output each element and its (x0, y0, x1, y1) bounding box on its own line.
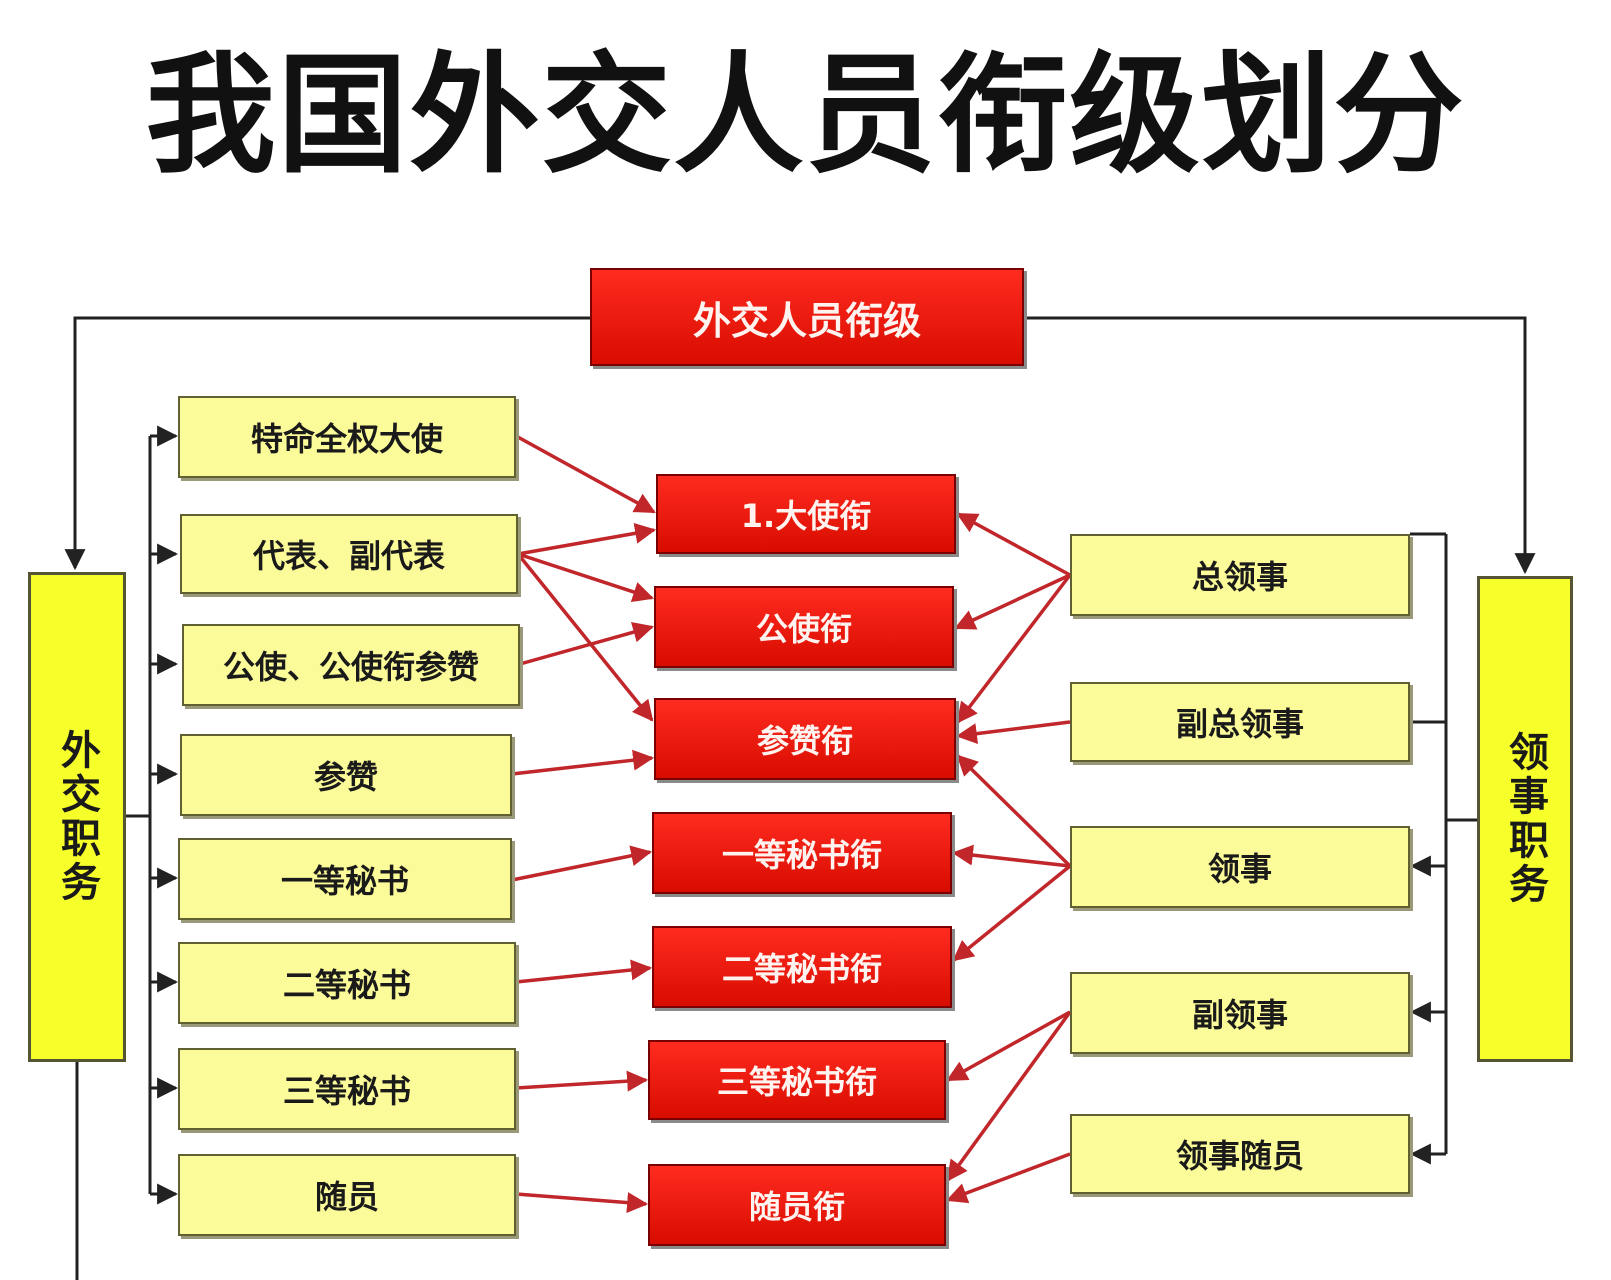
diplomatic-post-box: 参赞 (180, 734, 512, 816)
post-to-rank-arrow (511, 845, 653, 882)
consular-post-box: 领事随员 (1070, 1114, 1410, 1194)
left-column-box: 外交职务 (28, 572, 126, 1062)
consular-to-rank-arrow (956, 512, 1071, 577)
consular-to-rank-arrow (956, 754, 1072, 868)
connector-to-right-column (1024, 316, 1536, 575)
consular-post-box: 总领事 (1070, 534, 1410, 616)
diplomatic-post-box: 三等秘书 (178, 1048, 516, 1130)
post-to-rank-arrow (519, 621, 655, 666)
rank-box: 1.大使衔 (656, 474, 956, 554)
diplomatic-post-box: 二等秘书 (178, 942, 516, 1024)
post-to-rank-arrow (515, 434, 656, 514)
diplomatic-post-box: 一等秘书 (178, 838, 512, 920)
rank-box: 公使衔 (654, 586, 954, 668)
consular-to-rank-arrow (952, 864, 1072, 962)
rank-box: 参赞衔 (654, 698, 956, 780)
diplomatic-post-box: 代表、副代表 (180, 514, 518, 594)
page-title: 我国外交人员衔级划分 (145, 39, 1466, 191)
post-to-rank-arrow (511, 749, 655, 776)
diplomatic-post-box: 特命全权大使 (178, 396, 516, 478)
consular-to-rank-arrow (955, 720, 1071, 745)
right-column-box: 领事职务 (1477, 576, 1573, 1062)
post-to-rank-arrow (516, 552, 654, 722)
post-to-rank-arrow (515, 959, 653, 984)
consular-to-rank-arrow (956, 573, 1072, 724)
connector-to-left-column (64, 316, 590, 571)
rank-box: 随员衔 (648, 1164, 946, 1246)
post-to-rank-arrow (515, 1192, 649, 1214)
consular-to-rank-arrow (946, 1010, 1072, 1182)
consular-post-box: 副总领事 (1070, 682, 1410, 762)
consular-post-box: 领事 (1070, 826, 1410, 908)
diplomatic-post-box: 随员 (178, 1154, 516, 1236)
consular-to-rank-arrow (946, 1152, 1071, 1204)
rank-box: 三等秘书衔 (648, 1040, 946, 1120)
rank-box: 二等秘书衔 (652, 926, 952, 1008)
top-category-box: 外交人员衔级 (590, 268, 1024, 366)
post-to-rank-arrow (517, 552, 654, 603)
post-to-rank-arrow (517, 522, 657, 556)
consular-to-rank-arrow (951, 844, 1071, 868)
consular-to-rank-arrow (946, 1010, 1071, 1082)
post-to-rank-arrow (515, 1070, 649, 1092)
rank-box: 一等秘书衔 (652, 812, 952, 894)
consular-to-rank-arrow (954, 573, 1071, 630)
consular-post-box: 副领事 (1070, 972, 1410, 1054)
diplomatic-post-box: 公使、公使衔参赞 (182, 624, 520, 706)
